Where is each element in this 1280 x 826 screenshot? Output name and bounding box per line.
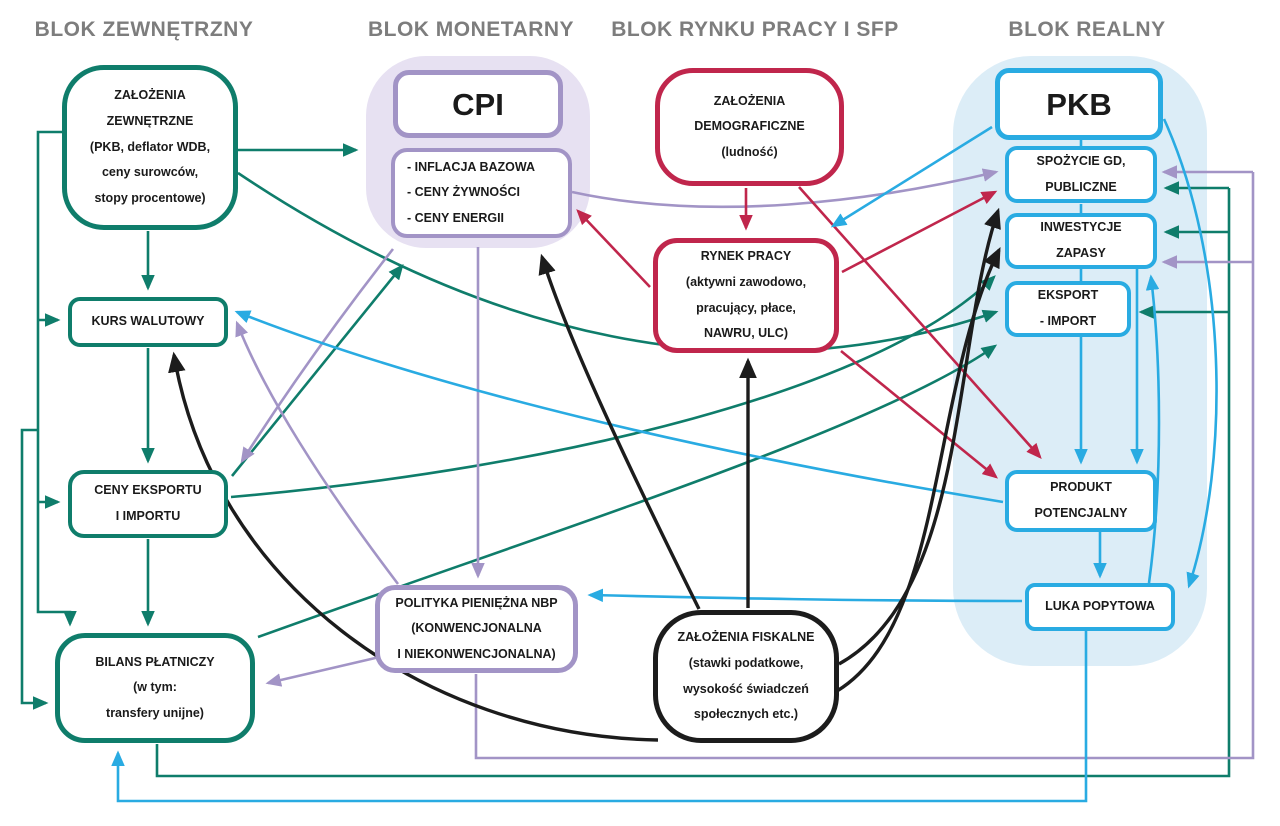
- node-zalozenia-zewnetrzne: ZAŁOŻENIA ZEWNĘTRZNE (PKB, deflator WDB, ce…: [62, 65, 238, 230]
- node-polityka-pieniezna-line: POLITYKA PIENIĘŻNA NBP: [395, 595, 558, 610]
- node-polityka-pieniezna: POLITYKA PIENIĘŻNA NBP (KONWENCJONALNA I N…: [375, 585, 578, 673]
- node-cpi-komponenty-line: - CENY ENERGII: [407, 210, 505, 225]
- node-zalozenia-fiskalne-line: (stawki podatkowe,: [688, 655, 804, 670]
- edge-pkb-to-luka-popytowa: [1162, 118, 1218, 589]
- edge-zalozenia-fiskalne-to-cpi-komponenty: [538, 253, 701, 610]
- block-header-external: BLOK ZEWNĘTRZNY: [34, 18, 254, 41]
- node-kurs-walutowy-line: KURS WALUTOWY: [91, 314, 205, 329]
- node-cpi-line: CPI: [452, 86, 504, 122]
- edge-zalozenia-demograficzne-to-produkt-potencjalny: [798, 186, 1042, 459]
- node-zalozenia-fiskalne: ZAŁOŻENIA FISKALNE (stawki podatkowe, wyso…: [653, 610, 839, 743]
- node-bilans-platniczy: BILANS PŁATNICZY (w tym: transfery unijne): [55, 633, 255, 743]
- node-zalozenia-zewnetrzne-line: ceny surowców,: [101, 165, 199, 180]
- edge-cpi-to-ceny-eksportu-importu: [240, 248, 395, 464]
- node-pkb: PKB: [995, 68, 1163, 140]
- edge-zalozenia-fiskalne-to-inwestycje-zapasy: [836, 246, 1001, 693]
- node-cpi-komponenty-line: - CENY ŻYWNOŚCI: [407, 185, 520, 200]
- node-kurs-walutowy: KURS WALUTOWY: [68, 297, 228, 347]
- edge-rynek-pracy-to-cpi-komponenty: [576, 209, 651, 288]
- edge-polityka-pieniezna-to-kurs-walutowy: [235, 320, 400, 585]
- node-inwestycje-zapasy: INWESTYCJE ZAPASY: [1005, 213, 1157, 269]
- node-zalozenia-fiskalne-line: ZAŁOŻENIA FISKALNE: [677, 630, 815, 645]
- edge-zalozenia-fiskalne-to-kurs-walutowy: [168, 351, 659, 742]
- node-ceny-eksportu-importu: CENY EKSPORTU I IMPORTU: [68, 470, 228, 538]
- edge-bilans-platniczy-to-eksport-import: [257, 344, 998, 639]
- edge-pkb-to-rynek-pracy: [830, 125, 993, 228]
- block-header-labour-sfp: BLOK RYNKU PRACY I SFP: [611, 18, 899, 41]
- node-bilans-platniczy-line: (w tym:: [133, 680, 177, 695]
- edge-rynek-pracy-to-spozycie: [841, 190, 998, 274]
- edge-zalozenia-fiskalne-to-spozycie: [838, 207, 1001, 666]
- node-spozycie-line: PUBLICZNE: [1045, 179, 1117, 194]
- node-ceny-eksportu-importu-line: CENY EKSPORTU: [94, 483, 202, 498]
- node-rynek-pracy: RYNEK PRACY (aktywni zawodowo, pracujący, …: [653, 238, 839, 353]
- edge-luka-popytowa-to-bilans-platniczy: [111, 631, 1088, 803]
- node-eksport-import-line: - IMPORT: [1039, 314, 1097, 328]
- node-luka-popytowa: LUKA POPYTOWA: [1025, 583, 1175, 631]
- edge-ceny-eksportu-importu-to-inwestycje-zapasy: [230, 275, 996, 499]
- edge-polityka-pieniezna-to-right-routing: [474, 172, 1255, 760]
- node-zalozenia-fiskalne-line: społecznych etc.): [693, 707, 799, 722]
- edge-produkt-potencjalny-to-kurs-walutowy: [234, 310, 1004, 504]
- block-header-monetary: BLOK MONETARNY: [367, 18, 575, 41]
- node-zalozenia-zewnetrzne-line: ZAŁOŻENIA: [114, 88, 186, 103]
- node-produkt-potencjalny-line: PRODUKT: [1050, 480, 1112, 495]
- node-eksport-import: EKSPORT - IMPORT: [1005, 281, 1131, 337]
- node-zalozenia-zewnetrzne-line: ZEWNĘTRZNE: [106, 114, 194, 129]
- node-inwestycje-zapasy-line: ZAPASY: [1056, 246, 1106, 260]
- node-pkb-line: PKB: [1046, 86, 1112, 122]
- node-luka-popytowa-line: LUKA POPYTOWA: [1045, 599, 1155, 614]
- node-cpi: CPI: [393, 70, 563, 138]
- node-zalozenia-demograficzne-line: DEMOGRAFICZNE: [694, 119, 805, 134]
- node-zalozenia-demograficzne: ZAŁOŻENIA DEMOGRAFICZNE (ludność): [655, 68, 844, 186]
- node-produkt-potencjalny: PRODUKT POTENCJALNY: [1005, 470, 1157, 532]
- node-spozycie: SPOŻYCIE GD, PUBLICZNE: [1005, 146, 1157, 203]
- node-rynek-pracy-line: RYNEK PRACY: [700, 249, 792, 264]
- node-zalozenia-zewnetrzne-line: (PKB, deflator WDB,: [89, 139, 211, 154]
- node-bilans-platniczy-line: BILANS PŁATNICZY: [95, 654, 215, 669]
- node-cpi-komponenty: - INFLACJA BAZOWA - CENY ŻYWNOŚCI - CENY E…: [391, 148, 572, 238]
- node-rynek-pracy-line: pracujący, płace,: [696, 300, 796, 315]
- edge-luka-popytowa-to-polityka-pieniezna: [587, 588, 1023, 603]
- node-polityka-pieniezna-line: (KONWENCJONALNA: [411, 621, 542, 636]
- node-inwestycje-zapasy-line: INWESTYCJE: [1040, 220, 1122, 235]
- node-zalozenia-demograficzne-line: ZAŁOŻENIA: [713, 93, 786, 108]
- node-zalozenia-zewnetrzne-line: stopy procentowe): [94, 190, 206, 205]
- edge-zalozenia-zewnetrzne-to-bilans-platniczy: [20, 428, 49, 710]
- edge-polityka-pieniezna-to-bilans-platniczy: [265, 653, 389, 687]
- block-header-real: BLOK REALNY: [1008, 18, 1166, 41]
- node-polityka-pieniezna-line: I NIEKONWENCJONALNA): [397, 646, 556, 661]
- edge-rynek-pracy-to-produkt-potencjalny: [840, 349, 999, 479]
- node-ceny-eksportu-importu-line: I IMPORTU: [115, 509, 181, 523]
- node-zalozenia-demograficzne-line: (ludność): [721, 144, 778, 159]
- node-cpi-komponenty-line: - INFLACJA BAZOWA: [407, 159, 535, 174]
- node-eksport-import-line: EKSPORT: [1037, 288, 1099, 303]
- node-rynek-pracy-line: NAWRU, ULC): [703, 326, 788, 341]
- node-spozycie-line: SPOŻYCIE GD,: [1036, 153, 1126, 168]
- edge-cpi-to-spozycie: [571, 168, 999, 209]
- node-bilans-platniczy-line: transfery unijne): [106, 705, 204, 720]
- edge-zalozenia-zewnetrzne-to-bilans-platniczy: [36, 130, 77, 627]
- node-zalozenia-fiskalne-line: wysokość świadczeń: [683, 681, 809, 696]
- node-produkt-potencjalny-line: POTENCJALNY: [1034, 506, 1128, 520]
- edge-luka-popytowa-to-inwestycje-zapasy: [1145, 274, 1161, 584]
- node-rynek-pracy-line: (aktywni zawodowo,: [685, 274, 807, 289]
- edge-bilans-platniczy-to-right-routing: [155, 188, 1231, 778]
- edge-zalozenia-zewnetrzne-to-eksport-import: [237, 171, 999, 353]
